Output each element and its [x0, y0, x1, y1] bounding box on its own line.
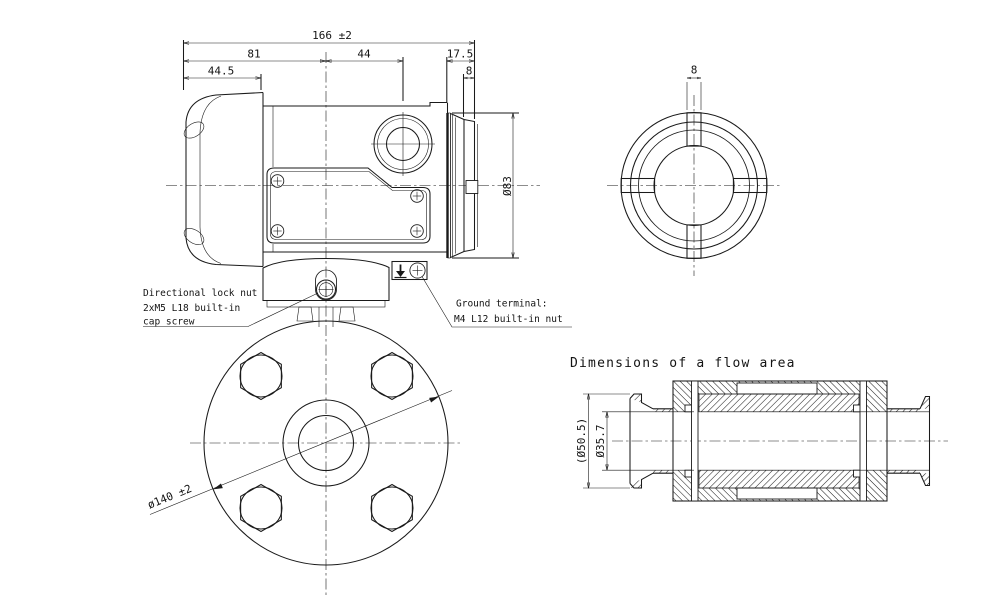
- electrode-plate: [859, 380, 867, 502]
- dim-overall: 166 ±2: [312, 29, 352, 42]
- display-window: [266, 167, 431, 244]
- dim-end-band: 8: [466, 65, 473, 78]
- lock-nut-note-line2: 2xM5 L18 built-in: [143, 303, 240, 314]
- right-ferrule: [860, 395, 931, 487]
- screw-icon: [270, 174, 285, 188]
- flow-dimensions: (Ø50.5) Ø35.7: [575, 393, 630, 489]
- ground-symbol-icon: [394, 264, 407, 279]
- neck: [262, 257, 390, 327]
- housing-body: [263, 101, 451, 259]
- flange-bolt: [370, 351, 414, 401]
- dim-center-to-body-end: 44: [357, 48, 371, 61]
- grip-slot: [183, 121, 205, 139]
- flange-bolt: [239, 483, 283, 533]
- hub-circle: [282, 399, 370, 487]
- sight-port: [371, 112, 435, 176]
- lock-nut-note-line3: cap screw: [143, 317, 195, 328]
- ground-terminal: [391, 260, 428, 281]
- dimension-lines: [184, 43, 514, 258]
- flow-view-title: Dimensions of a flow area: [570, 356, 796, 371]
- screw-icon: [409, 262, 426, 279]
- dim-left-to-center: 81: [247, 48, 260, 61]
- left-ferrule: [629, 393, 694, 489]
- directional-lock-nut: [315, 269, 337, 301]
- side-view: 166 ±2 81 44 17.5 44.5 8 Ø83 Directional…: [143, 29, 572, 597]
- flange-bottom-view: ø140 ±2: [146, 320, 462, 566]
- dim-flange-diameter: Ø83: [501, 176, 514, 196]
- tab-south: [686, 224, 702, 259]
- flow-section-view: Dimensions of a flow area: [570, 356, 948, 502]
- grip-slot: [183, 228, 205, 245]
- tab-west: [620, 177, 656, 194]
- tab-north: [686, 112, 702, 147]
- flange-outer-circle: [203, 320, 449, 566]
- ferrule-groove: [465, 180, 479, 194]
- ground-leader: [421, 276, 572, 328]
- screw-icon: [270, 224, 285, 238]
- dim-bore: Ø35.7: [594, 424, 607, 457]
- flange-bolt: [370, 483, 414, 533]
- screw-icon: [410, 189, 424, 203]
- tab-east: [732, 177, 768, 194]
- electrode-plate: [691, 380, 699, 502]
- lock-nut-note-line1: Directional lock nut: [143, 288, 257, 299]
- flange-bolt: [239, 351, 283, 401]
- end-view: 8: [607, 64, 781, 276]
- dim-bolt-flange-diameter: ø140 ±2: [146, 482, 194, 512]
- ground-note-line2: M4 L12 built-in nut: [454, 314, 563, 325]
- rear-cover: [183, 91, 274, 268]
- bore-circle: [297, 414, 355, 472]
- dim-ferrule-od: (Ø50.5): [575, 418, 588, 464]
- dim-tab-width: 8: [691, 64, 698, 77]
- screw-icon: [410, 224, 424, 238]
- dim-cover-depth: 44.5: [208, 65, 235, 78]
- dim-flange-to-end: 17.5: [447, 48, 474, 61]
- connection-end: [450, 113, 479, 258]
- ground-note-line1: Ground terminal:: [456, 299, 548, 310]
- lock-nut-leader: [143, 292, 319, 327]
- section-hatching: [630, 381, 930, 501]
